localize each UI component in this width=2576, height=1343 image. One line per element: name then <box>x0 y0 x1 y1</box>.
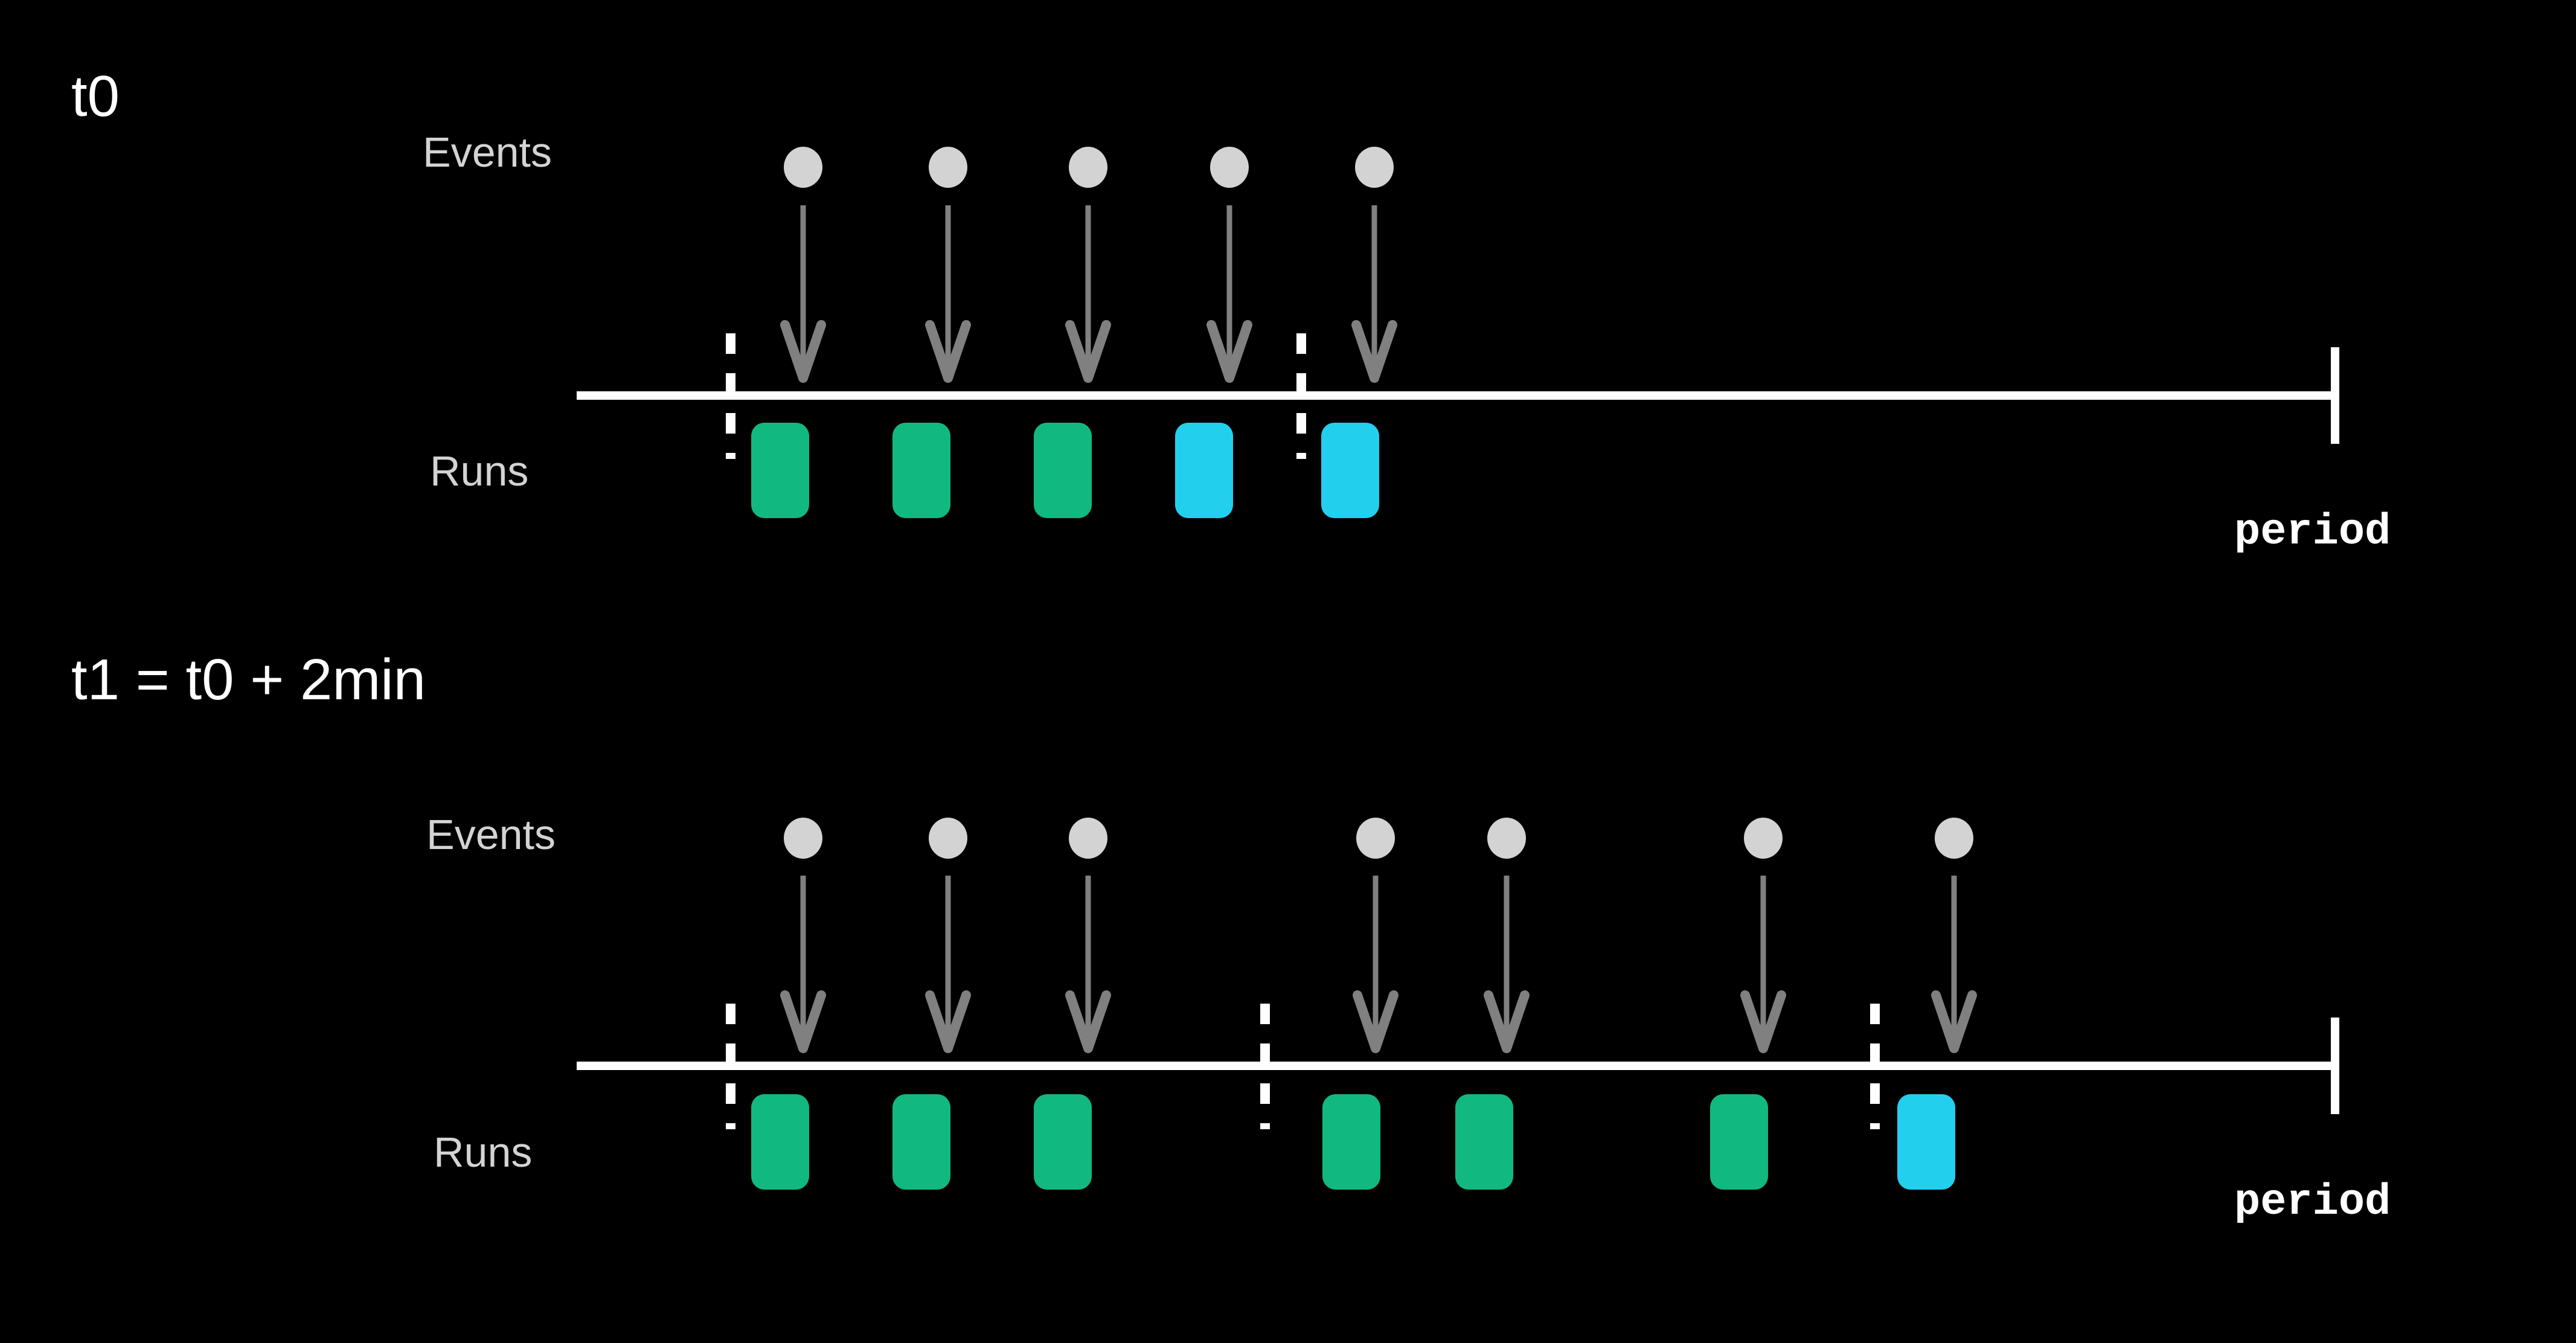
row-title-label: t0 <box>71 64 120 129</box>
event-dot <box>784 818 822 859</box>
event-to-run-arrow <box>1065 205 1111 383</box>
event-dot <box>929 818 967 859</box>
event-dot <box>784 147 822 188</box>
runs-row-label: Runs <box>434 1129 533 1176</box>
event-to-run-arrow <box>925 205 971 383</box>
interval-dash-marker <box>1870 1004 1880 1129</box>
interval-dash-marker <box>726 1004 735 1129</box>
period-label: period <box>2234 1178 2391 1227</box>
event-to-run-arrow <box>1206 205 1252 383</box>
event-dot <box>1355 147 1394 188</box>
timeline-axis <box>577 391 2339 400</box>
event-dot <box>929 147 967 188</box>
run-box <box>892 1094 950 1190</box>
event-to-run-arrow <box>780 876 826 1053</box>
interval-dash-marker <box>1296 333 1306 459</box>
event-dot <box>1935 818 1973 859</box>
event-dot <box>1744 818 1783 859</box>
period-label: period <box>2234 507 2391 557</box>
events-row-label: Events <box>426 811 556 858</box>
run-box <box>1710 1094 1768 1190</box>
period-end-tick <box>2331 1018 2339 1114</box>
run-box <box>1175 423 1233 518</box>
run-box <box>1897 1094 1955 1190</box>
event-to-run-arrow <box>1351 205 1397 383</box>
event-dot <box>1356 818 1395 859</box>
run-box <box>1034 1094 1092 1190</box>
run-box <box>751 423 809 518</box>
run-box <box>1034 423 1092 518</box>
period-end-tick <box>2331 347 2339 444</box>
run-box <box>1321 423 1379 518</box>
event-to-run-arrow <box>1484 876 1530 1053</box>
run-box <box>1455 1094 1513 1190</box>
event-dot <box>1069 147 1107 188</box>
event-to-run-arrow <box>1065 876 1111 1053</box>
run-box <box>751 1094 809 1190</box>
event-to-run-arrow <box>1353 876 1399 1053</box>
runs-row-label: Runs <box>430 447 529 495</box>
event-to-run-arrow <box>925 876 971 1053</box>
interval-dash-marker <box>1260 1004 1270 1129</box>
timeline-axis <box>577 1062 2339 1070</box>
event-to-run-arrow <box>1931 876 1977 1053</box>
events-row-label: Events <box>423 129 552 176</box>
event-to-run-arrow <box>1740 876 1786 1053</box>
event-dot <box>1069 818 1107 859</box>
run-box <box>892 423 950 518</box>
event-to-run-arrow <box>780 205 826 383</box>
event-dot <box>1487 818 1526 859</box>
run-box <box>1322 1094 1380 1190</box>
row-title-label: t1 = t0 + 2min <box>71 647 426 712</box>
interval-dash-marker <box>726 333 735 459</box>
event-dot <box>1210 147 1249 188</box>
